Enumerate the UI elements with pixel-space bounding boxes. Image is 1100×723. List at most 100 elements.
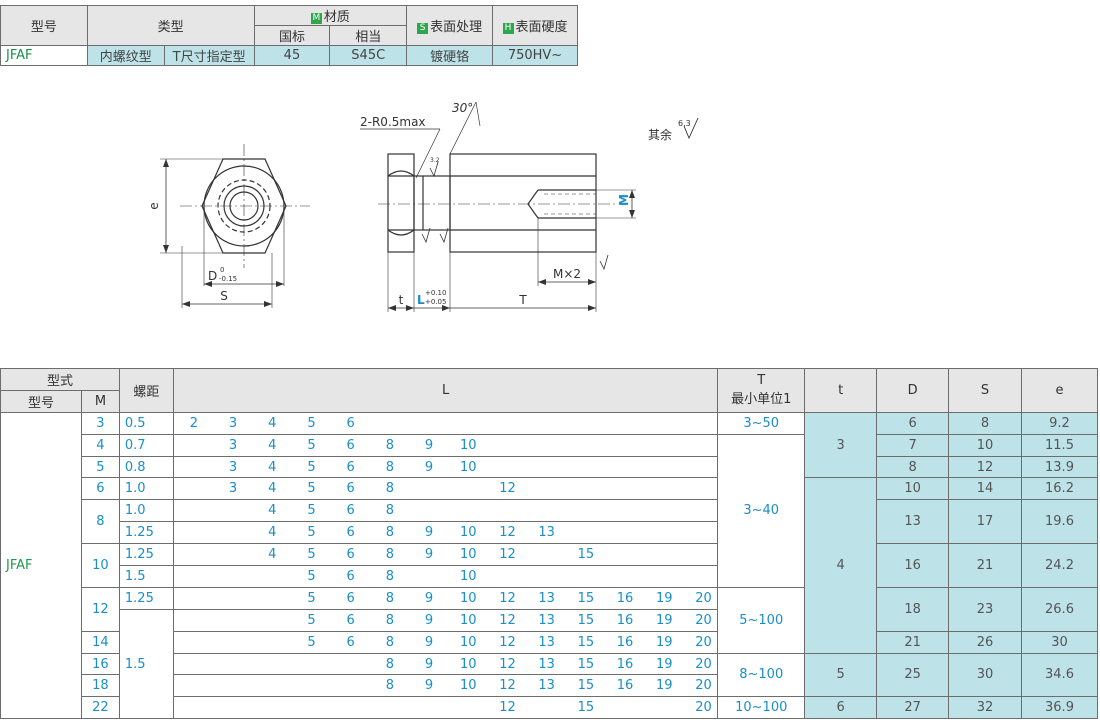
label-e: e [147, 202, 161, 209]
s-cell: 10 [948, 433, 1022, 457]
spec-equivalent: S45C [329, 45, 408, 66]
l-value: 6 [346, 415, 355, 431]
l-value: 8 [385, 459, 395, 475]
header-pitch: 螺距 [118, 368, 174, 413]
d-cell: 6 [876, 411, 950, 435]
header-m: M [80, 389, 120, 413]
l-value: 4 [268, 525, 277, 541]
e-cell: 26.6 [1020, 586, 1099, 632]
l-value: 10 [459, 612, 477, 628]
l-value: 15 [577, 590, 595, 606]
l-value: 13 [538, 525, 555, 541]
surface-badge-icon: S [417, 23, 429, 34]
l-value: 2 [189, 415, 199, 431]
d-cell: 13 [876, 499, 950, 545]
l-value: 4 [268, 547, 277, 563]
l-value: 15 [577, 700, 595, 716]
spec-header-model: 型号 [0, 5, 88, 46]
l-value: 8 [385, 634, 395, 650]
spec-type1: 内螺纹型 [86, 45, 165, 66]
l-value: 9 [424, 437, 434, 453]
l-value: 4 [268, 415, 277, 431]
l-value: 19 [655, 634, 673, 650]
pitch-cell: 1.5 [118, 608, 174, 720]
l-value: 6 [346, 503, 355, 519]
l-value: 20 [695, 700, 712, 716]
l-value: 19 [655, 612, 673, 628]
s-cell: 14 [948, 477, 1022, 501]
l-value: 5 [307, 437, 316, 453]
l-value: 3 [228, 481, 238, 497]
l-value: 19 [655, 590, 673, 606]
pitch-cell: 1.25 [118, 521, 174, 545]
label-mx2: M×2 [553, 267, 581, 281]
l-value: 20 [695, 678, 712, 694]
spec-national: 45 [253, 45, 331, 66]
l-value: 6 [346, 525, 355, 541]
e-cell: 30 [1020, 630, 1099, 654]
l-value: 6 [346, 634, 355, 650]
t-small-cell: 3 [804, 411, 878, 479]
l-value: 6 [346, 569, 355, 585]
l-value: 9 [424, 634, 434, 650]
d-cell: 21 [876, 630, 950, 654]
l-value: 20 [695, 634, 712, 650]
l-value: 19 [655, 678, 673, 694]
spec-header-national: 国标 [253, 25, 331, 46]
label-t: T [518, 293, 527, 307]
label-t-small: t [399, 293, 404, 307]
l-value: 10 [459, 634, 477, 650]
l-value: 15 [577, 547, 595, 563]
s-cell: 17 [948, 499, 1022, 545]
l-value: 12 [499, 656, 516, 672]
e-cell: 11.5 [1020, 433, 1099, 457]
l-value: 4 [268, 481, 277, 497]
header-e: e [1020, 368, 1099, 413]
l-value: 3 [228, 415, 238, 431]
d-cell: 16 [876, 543, 950, 588]
l-value: 10 [459, 678, 477, 694]
header-model: 型号 [0, 389, 82, 413]
l-value: 4 [268, 459, 277, 475]
finish-small-value: 3.2 [430, 157, 440, 164]
l-value: 20 [695, 612, 712, 628]
l-value: 5 [307, 481, 316, 497]
l-value: 8 [385, 481, 395, 497]
l-value: 5 [307, 590, 316, 606]
angle-note: 30° [452, 101, 473, 115]
l-value: 12 [499, 547, 516, 563]
l-value: 19 [655, 656, 673, 672]
l-value: 6 [346, 459, 355, 475]
pitch-cell: 1.5 [118, 565, 174, 588]
l-value: 12 [499, 634, 516, 650]
label-m: M [617, 194, 631, 206]
d-cell: 8 [876, 455, 950, 479]
l-value: 9 [424, 678, 434, 694]
l-value: 13 [538, 634, 555, 650]
e-cell: 19.6 [1020, 499, 1099, 545]
l-value: 15 [577, 678, 595, 694]
e-cell: 16.2 [1020, 477, 1099, 501]
finish-main-value: 6.3 [678, 119, 691, 128]
pitch-cell: 0.5 [118, 411, 174, 435]
l-value: 5 [307, 415, 316, 431]
pitch-cell: 0.8 [118, 455, 174, 479]
l-value: 13 [538, 612, 555, 628]
l-value: 8 [385, 569, 395, 585]
l-value: 10 [459, 656, 477, 672]
model-cell: JFAF [0, 411, 82, 720]
m-cell: 14 [80, 630, 120, 654]
l-value: 8 [385, 656, 395, 672]
l-values-row: 2 3 4 5 6 [172, 411, 719, 435]
l-value: 5 [307, 503, 316, 519]
t-small-cell: 4 [804, 477, 878, 654]
pitch-cell: 1.0 [118, 499, 174, 523]
